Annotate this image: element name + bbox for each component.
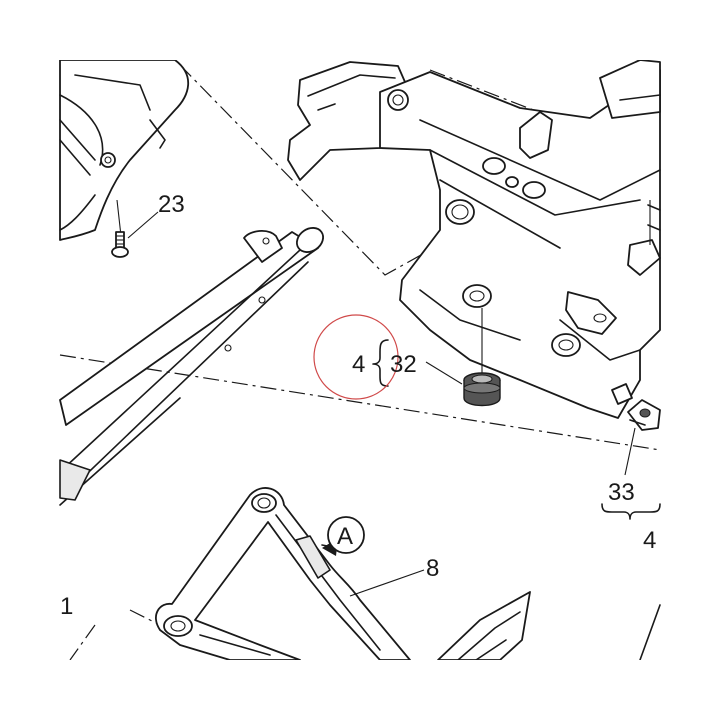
view-marker-a (322, 516, 365, 556)
clip-leader (624, 427, 636, 476)
crop-border-mask (0, 0, 720, 60)
frame-part (155, 487, 411, 661)
right-group-brace (601, 503, 661, 520)
highlight-circle (313, 314, 399, 400)
left-group-brace (372, 339, 389, 387)
view-marker-label: A (337, 523, 353, 550)
frame-leader (349, 569, 425, 597)
callout-1-edge: 1 (60, 593, 73, 620)
fairing-panel (59, 59, 190, 241)
grommet-leader (425, 361, 463, 385)
screw-part (111, 231, 129, 258)
lower-right-bracket (437, 591, 661, 661)
screw-leader (127, 211, 159, 239)
callout-32: 32 (390, 351, 417, 378)
grommet-part (463, 308, 501, 407)
support-rods (59, 227, 324, 506)
callout-8: 8 (426, 555, 439, 582)
callout-23: 23 (158, 191, 185, 218)
crop-border-mask-bottom (0, 660, 720, 720)
callout-33: 33 (608, 479, 635, 506)
clip-part (627, 399, 661, 431)
callout-4-right: 4 (643, 527, 656, 554)
callout-4-left: 4 (352, 351, 365, 378)
main-bracket (287, 59, 661, 419)
